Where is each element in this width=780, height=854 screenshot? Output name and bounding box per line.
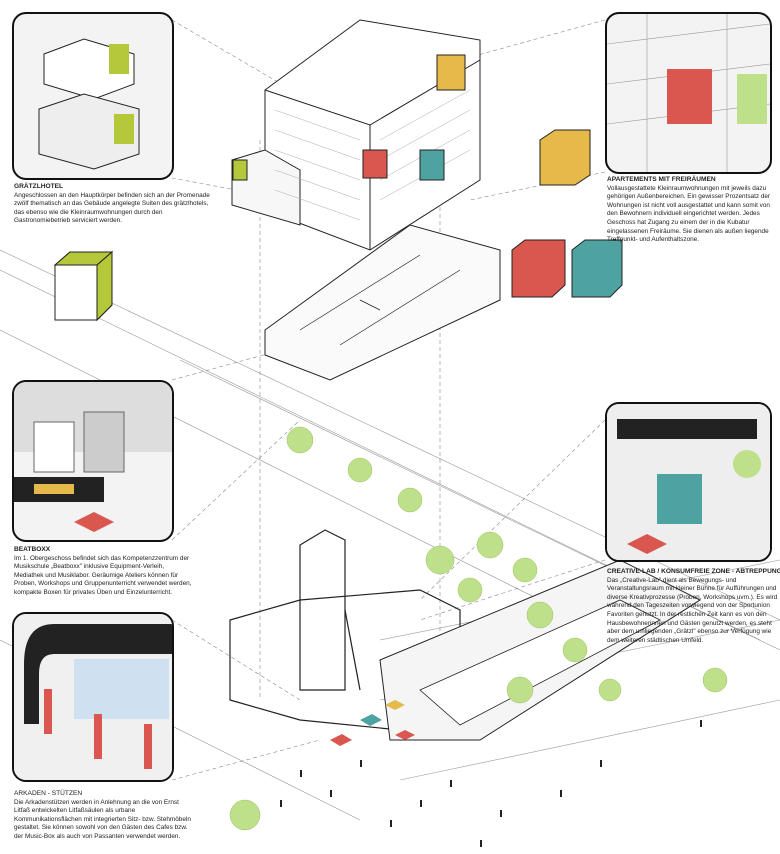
caption-arkaden: ARKADEN - STÜTZEN Die Arkadenstützen wer… — [14, 790, 194, 842]
caption-body: Im 1. Obergeschoss befindet sich das Kom… — [14, 554, 192, 596]
caption-hotel: GRÄTZLHOTEL Angeschlossen an den Hauptkö… — [14, 183, 214, 226]
caption-title: CREATIVE-LAB / KONSUMFREIE ZONE - ABTREP… — [607, 568, 780, 575]
caption-body: Die Arkadenstützen werden in Anlehnung a… — [14, 798, 191, 840]
inset-creative-lab — [605, 402, 772, 562]
people — [280, 720, 702, 847]
floor-plan — [264, 224, 501, 381]
trees — [229, 426, 755, 831]
caption-body: Angeschlossen an den Hauptkörper befinde… — [14, 191, 210, 225]
cubes — [53, 129, 623, 322]
caption-beatboxx: BEATBOXX Im 1. Obergeschoss befindet sic… — [14, 546, 194, 598]
caption-title: ARKADEN - STÜTZEN — [14, 790, 83, 797]
inset-arkaden — [12, 612, 174, 782]
arkaden-columns-view — [14, 614, 172, 780]
colored-canopies — [330, 700, 415, 746]
caption-apartments: APARTEMENTS MIT FREIRÄUMEN Vollausgestat… — [607, 176, 780, 245]
hotel-exploded-view — [38, 38, 140, 170]
caption-title: BEATBOXX — [14, 546, 51, 553]
inset-beatboxx — [12, 380, 174, 542]
caption-title: GRÄTZLHOTEL — [14, 183, 64, 190]
apartment-interior-view — [607, 14, 770, 172]
beatboxx-interior-view — [14, 382, 172, 532]
caption-body: Vollausgestattete Kleinraumwohnungen mit… — [607, 184, 771, 244]
caption-body: Das „Creative-Lab" dient als Bewegungs- … — [607, 576, 778, 644]
creative-lab-interior-view — [607, 404, 770, 560]
caption-creative-lab: CREATIVE-LAB / KONSUMFREIE ZONE - ABTREP… — [607, 568, 780, 645]
lower-complex — [229, 529, 702, 741]
main-building — [231, 19, 481, 251]
inset-apartments — [605, 12, 772, 174]
inset-hotel — [12, 12, 174, 180]
caption-title: APARTEMENTS MIT FREIRÄUMEN — [607, 176, 716, 183]
